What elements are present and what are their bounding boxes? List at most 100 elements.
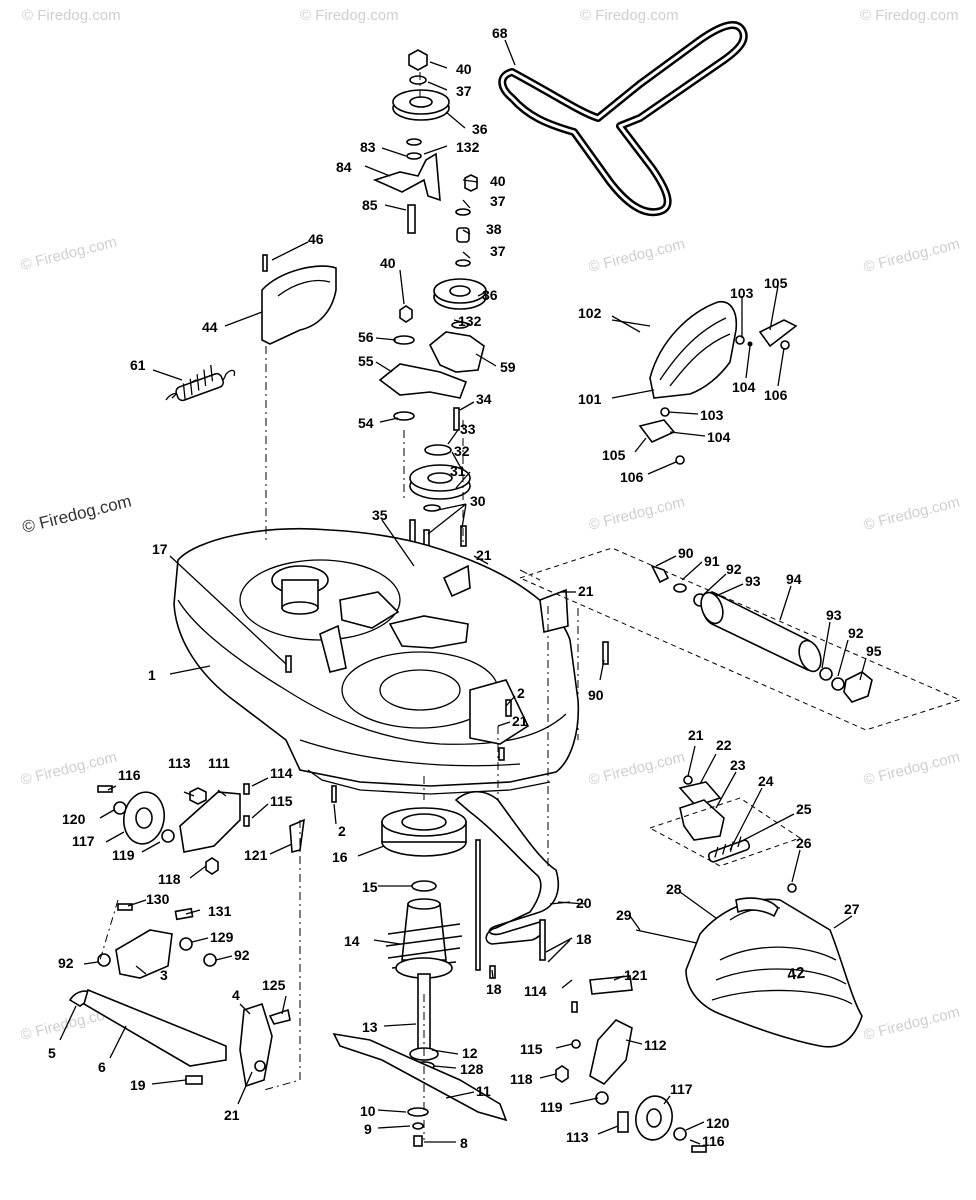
callout: 120 — [62, 811, 86, 827]
watermark: © Firedog.com — [300, 7, 399, 24]
callout: 121 — [244, 847, 268, 863]
chute-bracket-assembly: 42 — [635, 775, 863, 1048]
callout: 59 — [500, 359, 516, 375]
callout: 94 — [786, 571, 802, 587]
callout: 95 — [866, 643, 882, 659]
callout: 111 — [208, 755, 230, 771]
callout: 13 — [362, 1019, 378, 1035]
callout: 93 — [826, 607, 842, 623]
callout: 90 — [678, 545, 694, 561]
callout: 93 — [745, 573, 761, 589]
alignment-lines — [99, 72, 579, 1140]
callout: 21 — [476, 547, 492, 563]
callout: 32 — [454, 443, 470, 459]
callout: 12 — [462, 1045, 478, 1061]
roller-assembly — [518, 547, 962, 731]
callout: 115 — [270, 793, 293, 809]
callout: 92 — [58, 955, 74, 971]
callout: 15 — [362, 879, 378, 895]
watermark: © Firedog.com — [20, 491, 133, 536]
mower-deck — [173, 527, 580, 795]
callout: 37 — [456, 83, 472, 99]
callout: 24 — [758, 773, 774, 789]
callout: 19 — [130, 1077, 146, 1093]
watermark: © Firedog.com — [587, 494, 687, 534]
callout: 132 — [456, 139, 480, 155]
callout: 36 — [472, 121, 488, 137]
callout: 118 — [510, 1071, 533, 1087]
callout: 117 — [670, 1081, 693, 1097]
callout: 38 — [486, 221, 502, 237]
callout: 31 — [450, 463, 466, 479]
callout: 132 — [458, 313, 482, 329]
callout: 40 — [456, 61, 472, 77]
leader-lines — [59, 39, 867, 1145]
discharge-deflector — [638, 301, 798, 465]
baffle — [454, 790, 560, 979]
callout: 20 — [576, 895, 592, 911]
callout: 101 — [578, 391, 602, 407]
callout: 2 — [338, 823, 346, 839]
upper-idler-assembly — [372, 49, 487, 577]
callout: 92 — [726, 561, 742, 577]
callout: 112 — [644, 1037, 667, 1053]
callout: 106 — [764, 387, 788, 403]
callout: 10 — [360, 1103, 376, 1119]
watermark: © Firedog.com — [580, 7, 679, 24]
callout: 46 — [308, 231, 324, 247]
right-bracket-assembly — [555, 975, 707, 1153]
callout: 102 — [578, 305, 602, 321]
watermark: © Firedog.com — [862, 236, 962, 276]
callout: 27 — [844, 901, 860, 917]
callout: 103 — [730, 285, 754, 301]
callout: 18 — [576, 931, 592, 947]
callout: 103 — [700, 407, 724, 423]
callout: 68 — [492, 25, 508, 41]
callout: 9 — [364, 1121, 372, 1137]
callout: 113 — [168, 755, 191, 771]
belt-guard — [261, 254, 337, 345]
callout: 125 — [262, 977, 286, 993]
callout: 131 — [208, 903, 232, 919]
callout: 114 — [524, 983, 547, 999]
callout: 1 — [148, 667, 156, 683]
callout: 21 — [688, 727, 704, 743]
callout: 128 — [460, 1061, 484, 1077]
callout-labels: 40 37 36 132 83 84 85 40 37 38 37 40 36 … — [48, 25, 882, 1151]
callout: 129 — [210, 929, 234, 945]
callout: 104 — [707, 429, 731, 445]
callout: 25 — [796, 801, 812, 817]
callout: 130 — [146, 891, 170, 907]
callout: 23 — [730, 757, 746, 773]
callout: 2 — [517, 685, 525, 701]
callout: 104 — [732, 379, 756, 395]
callout: 115 — [520, 1041, 543, 1057]
callout: 61 — [130, 357, 146, 373]
callout: 14 — [344, 933, 360, 949]
watermark: © Firedog.com — [587, 236, 687, 276]
callout: 6 — [98, 1059, 106, 1075]
watermark: © Firedog.com — [862, 749, 962, 789]
callout: 119 — [112, 847, 135, 863]
callout: 34 — [476, 391, 492, 407]
callout: 28 — [666, 881, 682, 897]
callout: 21 — [224, 1107, 240, 1123]
callout: 8 — [460, 1135, 468, 1151]
callout: 5 — [48, 1045, 56, 1061]
callout: 17 — [152, 541, 168, 557]
callout: 44 — [202, 319, 218, 335]
callout: 105 — [602, 447, 626, 463]
watermarks: © Firedog.com © Firedog.com © Firedog.co… — [19, 7, 962, 1044]
watermark: © Firedog.com — [587, 749, 687, 789]
left-bracket-assembly — [97, 783, 305, 875]
callout: 90 — [588, 687, 604, 703]
callout: 114 — [270, 765, 293, 781]
callout: 40 — [380, 255, 396, 271]
callout: 121 — [624, 967, 648, 983]
callout: 54 — [358, 415, 374, 431]
callout: 116 — [118, 767, 141, 783]
spindle-assembly — [331, 785, 508, 1147]
callout: 3 — [160, 967, 168, 983]
spring — [165, 364, 236, 402]
callout: 35 — [372, 507, 388, 523]
